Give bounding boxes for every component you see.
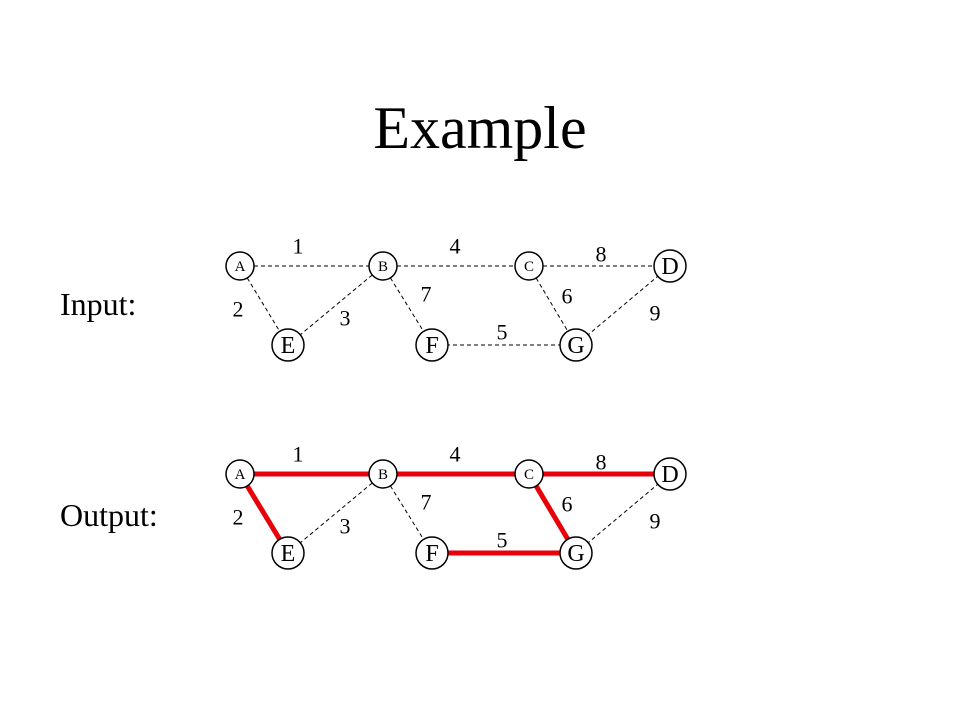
output-weight-BE: 3 (340, 514, 351, 539)
input-node-circle-D (653, 249, 687, 283)
input-node-circle-F (415, 328, 449, 362)
input-node-D: D (653, 249, 687, 283)
output-weight-AB: 1 (293, 442, 304, 467)
input-node-B: B (368, 251, 398, 281)
output-node-label-D: D (661, 462, 678, 488)
output-weight-BC: 4 (450, 442, 461, 467)
input-node-C: C (514, 251, 544, 281)
input-node-label-C: C (524, 259, 534, 275)
output-node-circle-A (225, 459, 255, 489)
output-node-A: A (225, 459, 255, 489)
output-weight-FG: 5 (497, 528, 508, 553)
output-graph: 1 2 3 4 5 6 7 8 9 A B C D E F G (225, 442, 687, 570)
input-node-label-G: G (567, 333, 584, 359)
input-edge-CG (528, 265, 577, 346)
input-node-circle-G (559, 328, 593, 362)
input-weight-DG: 9 (650, 301, 661, 326)
output-node-circle-E (271, 536, 305, 570)
output-node-label-G: G (567, 541, 584, 567)
input-weight-AE: 2 (233, 297, 244, 322)
output-weight-CG: 6 (562, 492, 573, 517)
output-node-B: B (368, 459, 398, 489)
output-node-label-F: F (425, 541, 438, 567)
input-weight-CG: 6 (562, 284, 573, 309)
input-node-A: A (225, 251, 255, 281)
input-node-E: E (271, 328, 305, 362)
input-edge-BE (287, 265, 384, 346)
output-node-label-E: E (281, 541, 296, 567)
input-graph: 1 2 3 4 5 6 7 8 9 A B C D E F G (225, 234, 687, 362)
output-weight-BF: 7 (421, 490, 432, 515)
output-node-G: G (559, 536, 593, 570)
input-label: Input: (60, 286, 137, 322)
input-node-F: F (415, 328, 449, 362)
input-node-G: G (559, 328, 593, 362)
input-weight-BE: 3 (340, 306, 351, 331)
output-edge-BE (287, 473, 384, 554)
output-weight-DG: 9 (650, 509, 661, 534)
output-weight-AE: 2 (233, 505, 244, 530)
input-node-circle-C (514, 251, 544, 281)
output-node-label-B: B (378, 467, 388, 483)
output-node-circle-G (559, 536, 593, 570)
input-node-label-A: A (235, 259, 246, 275)
input-node-label-F: F (425, 333, 438, 359)
output-node-circle-F (415, 536, 449, 570)
input-node-circle-B (368, 251, 398, 281)
input-weight-BC: 4 (450, 234, 461, 259)
output-node-E: E (271, 536, 305, 570)
slide-title: Example (373, 95, 587, 161)
input-weight-AB: 1 (293, 234, 304, 259)
input-weight-BF: 7 (421, 282, 432, 307)
output-node-label-C: C (524, 467, 534, 483)
output-node-circle-D (653, 457, 687, 491)
input-weight-FG: 5 (497, 320, 508, 345)
output-label: Output: (60, 497, 158, 533)
output-node-C: C (514, 459, 544, 489)
output-node-D: D (653, 457, 687, 491)
input-node-circle-E (271, 328, 305, 362)
output-node-F: F (415, 536, 449, 570)
input-weight-CD: 8 (596, 242, 607, 267)
input-node-label-E: E (281, 333, 296, 359)
input-node-circle-A (225, 251, 255, 281)
output-node-circle-C (514, 459, 544, 489)
output-node-circle-B (368, 459, 398, 489)
output-weight-CD: 8 (596, 450, 607, 475)
output-node-label-A: A (235, 467, 246, 483)
input-node-label-D: D (661, 254, 678, 280)
input-node-label-B: B (378, 259, 388, 275)
